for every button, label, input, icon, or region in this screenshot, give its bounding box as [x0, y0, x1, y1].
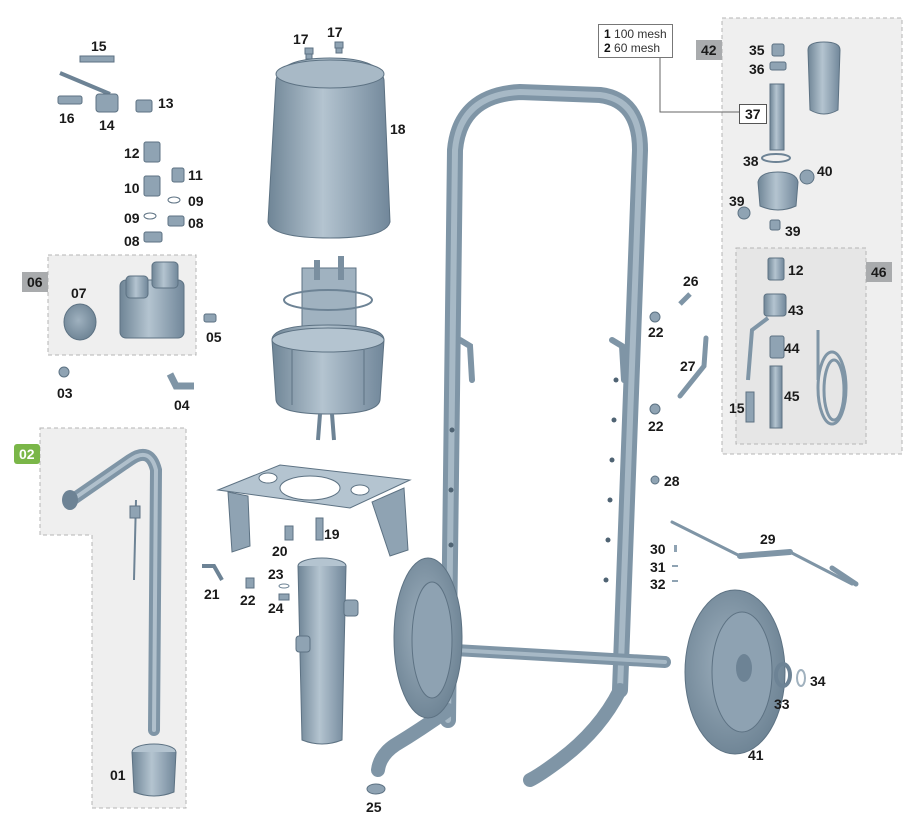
nut-22-a: [649, 311, 661, 323]
part-label-36: 36: [749, 61, 765, 77]
filter-parts: [737, 41, 848, 429]
part-label-28: 28: [664, 473, 680, 489]
part-label-41: 41: [748, 747, 764, 763]
part-label-05: 05: [206, 329, 222, 345]
handle-27: [677, 335, 709, 399]
fitting-24: [278, 593, 290, 601]
part-label-15-b: 15: [729, 400, 745, 416]
washer-34: [796, 669, 806, 687]
part-label-08-b: 08: [124, 233, 140, 249]
tube-21: [202, 564, 224, 581]
group-tag-42: 42: [696, 40, 722, 60]
suction-tube: [62, 448, 177, 797]
part-label-39-b: 39: [785, 223, 801, 239]
bolt-26: [678, 292, 692, 306]
part-label-16: 16: [59, 110, 75, 126]
nut-22-b: [649, 403, 661, 415]
mesh-option-1: 1 100 mesh: [604, 27, 667, 41]
part-label-12-b: 12: [788, 262, 804, 278]
part-label-22-b: 22: [648, 418, 664, 434]
pin-19: [315, 517, 324, 541]
part-label-45: 45: [784, 388, 800, 404]
part-label-32: 32: [650, 576, 666, 592]
part-label-34: 34: [810, 673, 826, 689]
mesh-leader-line: [659, 58, 740, 113]
group-tag-06: 06: [22, 272, 48, 292]
part-label-35: 35: [749, 42, 765, 58]
part-label-20: 20: [272, 543, 288, 559]
foot-25: [366, 783, 386, 795]
oring-23: [278, 583, 290, 589]
part-label-09-a: 09: [188, 193, 204, 209]
lever-29: [670, 520, 859, 587]
part-label-11: 11: [188, 167, 203, 183]
part-label-17-a: 17: [293, 31, 309, 47]
part-label-40: 40: [817, 163, 833, 179]
part-label-24: 24: [268, 600, 284, 616]
mesh-option-2: 2 60 mesh: [604, 41, 661, 55]
fitting-22-lower: [245, 577, 255, 589]
group-tag-02: 02: [14, 444, 40, 464]
part-label-03: 03: [57, 385, 73, 401]
part-label-08-a: 08: [188, 215, 204, 231]
filter-mesh-options: 1 100 mesh 2 60 mesh: [598, 24, 673, 58]
part-label-27: 27: [680, 358, 696, 374]
part-label-17-b: 17: [327, 24, 343, 40]
screws-17: [304, 41, 344, 60]
motor-cover-18: [267, 57, 391, 239]
group-tag-46: 46: [866, 262, 892, 282]
small-parts-30-32: [672, 545, 678, 582]
part-label-12-a: 12: [124, 145, 140, 161]
washer-33: [774, 662, 792, 688]
plug-03: [58, 366, 70, 378]
pump-lower: [295, 557, 359, 745]
part-label-13: 13: [158, 95, 174, 111]
filter-ref-37: 37: [739, 104, 767, 124]
part-label-29: 29: [760, 531, 776, 547]
part-label-39-a: 39: [729, 193, 745, 209]
part-label-30: 30: [650, 541, 666, 557]
part-label-04: 04: [174, 397, 190, 413]
part-label-07: 07: [71, 285, 87, 301]
part-label-33: 33: [774, 696, 790, 712]
rear-wheel: [393, 557, 463, 719]
elbow-04: [166, 372, 194, 390]
part-label-01: 01: [110, 767, 126, 783]
valve-parts: [57, 55, 185, 243]
air-motor: [271, 256, 385, 441]
part-label-09-b: 09: [124, 210, 140, 226]
part-label-44: 44: [784, 340, 800, 356]
front-wheel-41: [684, 589, 786, 755]
part-label-22-a: 22: [648, 324, 664, 340]
bolt-20: [284, 525, 294, 541]
part-label-43: 43: [788, 302, 804, 318]
part-label-23: 23: [268, 566, 284, 582]
part-label-21: 21: [204, 586, 220, 602]
part-label-14: 14: [99, 117, 115, 133]
part-label-10: 10: [124, 180, 140, 196]
part-label-19: 19: [324, 526, 340, 542]
pump-bracket: [216, 464, 412, 557]
part-label-31: 31: [650, 559, 666, 575]
group-46-background: [735, 247, 867, 445]
part-label-38: 38: [743, 153, 759, 169]
nut-28: [650, 475, 660, 485]
part-label-15-a: 15: [91, 38, 107, 54]
cart-holes: [448, 377, 619, 583]
part-label-26: 26: [683, 273, 699, 289]
part-label-25: 25: [366, 799, 382, 815]
part-label-22-lower: 22: [240, 592, 256, 608]
valve-manifold: [63, 261, 217, 341]
part-label-18: 18: [390, 121, 406, 137]
